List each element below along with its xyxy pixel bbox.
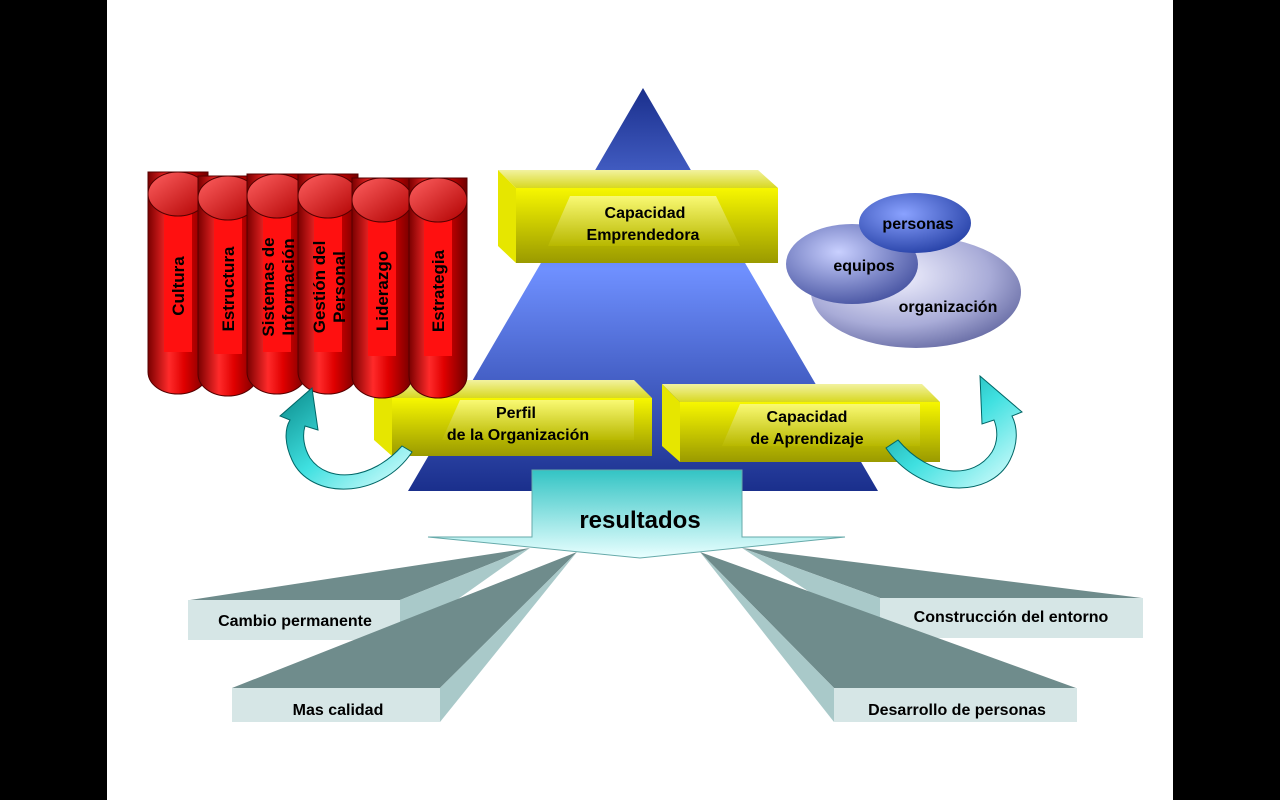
ray-calidad: [232, 552, 577, 722]
box-top-line2: Emprendedora: [587, 227, 700, 244]
box-right-line2: de Aprendizaje: [750, 431, 863, 448]
resultados-label: resultados: [579, 507, 700, 534]
outcome-cambio: Cambio permanente: [218, 613, 372, 630]
pillar-liderazgo: Liderazgo: [351, 177, 413, 399]
box-top-line1: Capacidad: [605, 205, 686, 222]
pillars: Cultura Estructura Sistemas deInformación G…: [147, 171, 468, 399]
pillar-sistemas-informacion: Sistemas deInformación: [246, 173, 308, 395]
curved-arrow-left: [279, 387, 413, 490]
pillar-cultura: Cultura: [147, 171, 209, 395]
resultados-arrow: [427, 469, 846, 559]
box-left-line2: de la Organización: [447, 427, 589, 444]
circle-label-personas: personas: [882, 216, 953, 233]
outcome-entorno: Construcción del entorno: [914, 609, 1109, 626]
outcome-calidad: Mas calidad: [293, 702, 384, 719]
curved-arrow-right: [885, 374, 1023, 489]
ray-desarrollo: [700, 552, 1077, 722]
pillar-estrategia: Estrategia: [408, 177, 468, 399]
circle-label-equipos: equipos: [833, 258, 894, 275]
pillar-label-gestion-personal: Gestión delPersonal: [310, 241, 349, 334]
outcome-desarrollo: Desarrollo de personas: [868, 702, 1046, 719]
pillar-label-estructura: Estructura: [219, 246, 238, 332]
pillar-label-estrategia: Estrategia: [429, 249, 448, 332]
box-right-line1: Capacidad: [767, 409, 848, 426]
pillar-gestion-personal: Gestión delPersonal: [297, 173, 359, 395]
pillar-estructura: Estructura: [197, 175, 259, 397]
circle-label-organizacion: organización: [899, 299, 998, 316]
pillar-label-sistemas-informacion: Sistemas deInformación: [259, 237, 298, 336]
box-capacidad-aprendizaje: [662, 384, 940, 462]
pillar-label-cultura: Cultura: [169, 256, 188, 316]
circle-personas: [859, 193, 971, 253]
box-perfil-organizacion: [374, 380, 652, 456]
box-left-line1: Perfil: [496, 405, 536, 422]
box-capacidad-emprendedora: [498, 170, 778, 263]
pillar-label-liderazgo: Liderazgo: [373, 251, 392, 331]
